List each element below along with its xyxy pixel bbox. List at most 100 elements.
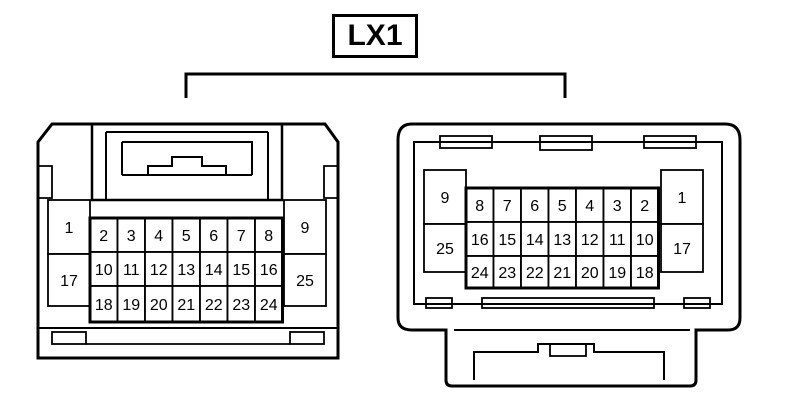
left-connector — [36, 122, 340, 360]
terminal-label: 17 — [673, 241, 691, 258]
left-foot-r — [289, 331, 325, 345]
left-foot-l — [51, 331, 87, 345]
right-bottom-slot-c — [481, 297, 655, 309]
terminal-label: 18 — [636, 265, 654, 282]
terminal-label: 20 — [150, 297, 168, 314]
terminal-label: 15 — [232, 262, 250, 279]
terminal-label: 15 — [498, 232, 516, 249]
terminal-label: 23 — [232, 297, 250, 314]
terminal-cell — [47, 253, 91, 307]
terminal-cell — [660, 223, 704, 273]
terminal-label: 21 — [553, 265, 571, 282]
terminal-label: 8 — [264, 228, 273, 245]
left-side-notch-l — [38, 165, 53, 199]
terminal-label: 10 — [636, 232, 654, 249]
terminal-cell — [116, 217, 146, 253]
terminal-label: 9 — [301, 220, 310, 237]
terminal-label: 6 — [209, 228, 218, 245]
right-housing-outer — [396, 122, 742, 388]
terminal-label: 14 — [205, 262, 223, 279]
terminal-cell — [660, 169, 704, 225]
terminal-label: 14 — [526, 232, 544, 249]
terminal-label: 10 — [95, 262, 113, 279]
terminal-cell — [492, 187, 522, 223]
terminal-label: 17 — [60, 273, 78, 290]
terminal-cell — [423, 223, 467, 273]
terminal-label: 11 — [609, 232, 626, 249]
terminal-label: 7 — [503, 198, 512, 215]
left-latch-slot — [121, 141, 253, 175]
terminal-label: 11 — [123, 262, 140, 279]
left-latch-inner — [105, 131, 269, 200]
terminal-cell — [144, 217, 174, 253]
terminal-label: 22 — [526, 265, 544, 282]
terminal-cell — [283, 199, 327, 255]
left-latch-outer — [90, 124, 284, 202]
bracket — [184, 72, 567, 98]
terminal-cell — [547, 221, 577, 257]
terminal-label: 20 — [581, 265, 599, 282]
terminal-label: 12 — [150, 262, 168, 279]
terminal-label: 2 — [99, 228, 108, 245]
terminal-cell — [144, 285, 174, 323]
terminal-label: 1 — [678, 190, 687, 207]
right-lower-key — [549, 343, 587, 357]
terminal-label: 3 — [127, 228, 136, 245]
left-pin-block-frame — [88, 216, 284, 324]
right-top-slot-l — [439, 135, 493, 149]
right-inner-frame — [413, 141, 723, 305]
right-top-slot-c — [539, 135, 593, 151]
terminal-label: 13 — [553, 232, 571, 249]
terminal-label: 1 — [65, 220, 74, 237]
right-pin-block-frame — [464, 186, 660, 290]
terminal-cell — [199, 285, 229, 323]
left-latch-tab — [147, 156, 227, 175]
terminal-cell — [199, 251, 229, 287]
left-housing-outer — [36, 122, 340, 360]
terminal-label: 5 — [182, 228, 191, 245]
terminal-label: 19 — [608, 265, 626, 282]
right-lower-notch — [454, 329, 690, 380]
connector-label: LX1 — [332, 14, 418, 58]
left-side-notch-r — [323, 165, 338, 199]
terminal-label: 18 — [95, 297, 113, 314]
terminal-label: 4 — [585, 198, 594, 215]
terminal-label: 6 — [530, 198, 539, 215]
right-top-slot-r — [643, 135, 697, 149]
terminal-cell — [47, 199, 91, 255]
right-connector — [396, 122, 742, 388]
terminal-cell — [116, 285, 146, 323]
terminal-label: 7 — [237, 228, 246, 245]
terminal-label: 19 — [122, 297, 140, 314]
terminal-label: 4 — [154, 228, 163, 245]
terminal-label: 13 — [177, 262, 195, 279]
terminal-cell — [602, 187, 632, 223]
terminal-label: 16 — [260, 262, 278, 279]
terminal-label: 23 — [498, 265, 516, 282]
terminal-label: 8 — [475, 198, 484, 215]
terminal-label: 2 — [640, 198, 649, 215]
terminal-cell — [575, 255, 605, 289]
terminal-label: 22 — [205, 297, 223, 314]
terminal-label: 24 — [471, 265, 489, 282]
terminal-label: 21 — [177, 297, 195, 314]
right-bottom-slot-r — [683, 297, 711, 309]
terminal-cell — [520, 255, 550, 289]
terminal-cell — [630, 255, 660, 289]
terminal-cell — [630, 187, 660, 223]
terminal-cell — [602, 221, 632, 257]
terminal-cell — [283, 253, 327, 307]
right-bottom-slot-l — [425, 297, 453, 309]
terminal-cell — [226, 251, 256, 287]
terminal-label: 25 — [296, 273, 314, 290]
terminal-label: 9 — [441, 190, 450, 207]
terminal-label: 3 — [613, 198, 622, 215]
terminal-label: 12 — [581, 232, 599, 249]
terminal-label: 16 — [471, 232, 489, 249]
terminal-label: 25 — [436, 241, 454, 258]
terminal-label: 24 — [260, 297, 278, 314]
